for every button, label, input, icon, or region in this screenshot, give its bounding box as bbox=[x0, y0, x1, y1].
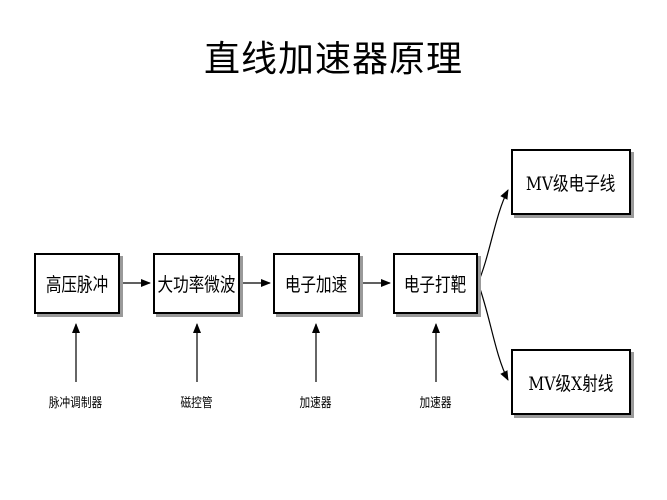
diagram-title: 直线加速器原理 bbox=[203, 39, 463, 80]
node-mv-xray: MV级X射线 bbox=[511, 349, 631, 415]
arrow-target-to-electron-beam bbox=[477, 189, 509, 284]
input-accelerator-1: 加速器 bbox=[299, 396, 332, 411]
node-label: 电子加速 bbox=[285, 274, 348, 296]
node-electron-target: 电子打靶 bbox=[393, 253, 478, 314]
input-magnetron: 磁控管 bbox=[180, 396, 213, 411]
node-high-voltage-pulse: 高压脉冲 bbox=[34, 253, 120, 314]
node-label: MV级电子线 bbox=[526, 172, 616, 195]
arrow-target-to-xray bbox=[477, 282, 509, 381]
node-label: 大功率微波 bbox=[157, 274, 236, 296]
node-label: 电子打靶 bbox=[404, 274, 467, 296]
node-electron-acceleration: 电子加速 bbox=[273, 253, 360, 314]
node-high-power-microwave: 大功率微波 bbox=[153, 253, 240, 314]
node-mv-electron-beam: MV级电子线 bbox=[511, 149, 631, 215]
node-label: 高压脉冲 bbox=[45, 274, 109, 296]
input-pulse-modulator: 脉冲调制器 bbox=[49, 396, 103, 411]
node-label: MV级X射线 bbox=[528, 372, 614, 395]
input-accelerator-2: 加速器 bbox=[419, 396, 452, 411]
